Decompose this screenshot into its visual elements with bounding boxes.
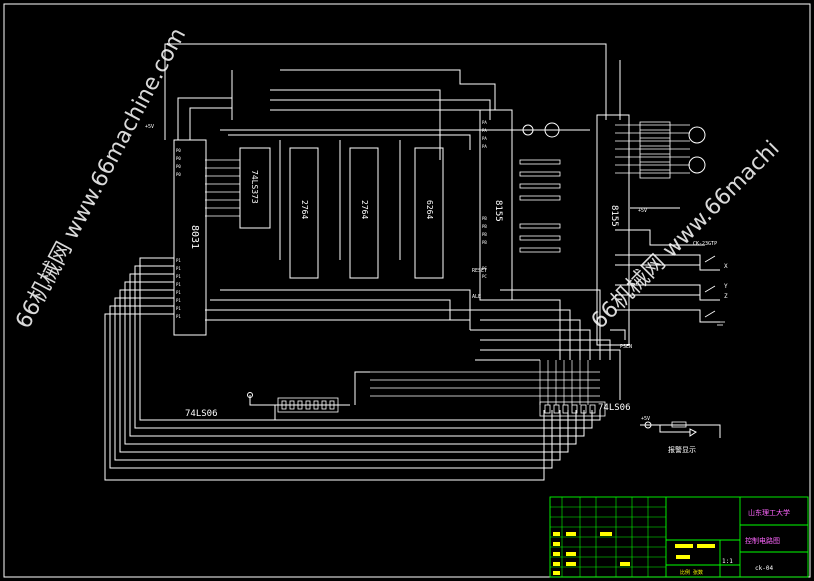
chip-74ls373-label: 74LS373	[250, 170, 259, 204]
svg-text:PC: PC	[482, 274, 487, 279]
svg-text:PB: PB	[482, 232, 487, 237]
svg-text:P0: P0	[176, 164, 181, 169]
psen-label: PSEN	[620, 344, 632, 350]
buffer-74ls06-right: 74LS06	[539, 401, 631, 417]
power-node-icon	[247, 392, 253, 398]
axis-y-label: Y	[724, 283, 728, 290]
svg-text:PB: PB	[482, 216, 487, 221]
reset-label: RESET	[472, 268, 487, 274]
chip-8155-left: 8155 PA PA PA PA PB PB PB PB PC PC	[479, 109, 513, 301]
chip-74ls373: 74LS373	[239, 147, 271, 229]
motor-small-2-icon	[544, 122, 560, 138]
drawing-frame	[3, 3, 811, 578]
alarm-led-icon	[644, 421, 652, 429]
plus5v-label-b: +5V	[638, 208, 647, 214]
chip-8155-left-label: 8155	[493, 200, 503, 222]
chip-8155-right: 8155	[596, 114, 630, 346]
title-block	[549, 496, 809, 578]
ale-label: ALE	[472, 294, 481, 300]
svg-text:P0: P0	[176, 172, 181, 177]
svg-text:P1: P1	[176, 266, 181, 271]
plus5v-label-c: +5V	[641, 416, 650, 422]
svg-text:PC: PC	[482, 266, 487, 271]
svg-text:P0: P0	[176, 156, 181, 161]
svg-text:PB: PB	[482, 224, 487, 229]
sensor-caption: CK-23GTP	[693, 241, 717, 247]
motor-small-1-icon	[522, 124, 534, 136]
alarm-diode-icon	[689, 428, 697, 437]
svg-text:P1: P1	[176, 258, 181, 263]
limit-switches	[704, 255, 725, 326]
svg-text:PA: PA	[482, 136, 487, 141]
driver-block	[639, 121, 671, 179]
chip-8155-right-label: 8155	[609, 205, 619, 227]
svg-text:P1: P1	[176, 306, 181, 311]
title-row-label: 比例 张数	[680, 569, 703, 576]
buffer-74ls06-left-label: 74LS06	[185, 409, 218, 419]
stepper-motor-x-icon	[688, 126, 706, 144]
title-school: 山东理工大学	[748, 508, 790, 517]
title-drawing-no: ck-04	[755, 565, 773, 572]
chip-2764-b: 2764	[349, 147, 379, 279]
watermark-left: 66机械网 www.66machine.com	[11, 24, 191, 333]
svg-text:PA: PA	[482, 144, 487, 149]
alarm-caption: 报警显示	[668, 445, 696, 454]
svg-text:PA: PA	[482, 120, 487, 125]
chip-6264: 6264	[414, 147, 444, 279]
svg-text:P0: P0	[176, 148, 181, 153]
watermark-right: 66机械网 www.66machi	[587, 136, 785, 334]
svg-text:P1: P1	[176, 290, 181, 295]
stepper-motor-y-icon	[688, 156, 706, 174]
svg-text:PA: PA	[482, 128, 487, 133]
chip-6264-label: 6264	[425, 200, 434, 219]
resistor-array	[519, 159, 561, 253]
chip-2764-b-label: 2764	[360, 200, 369, 219]
title-scale: 1:1	[722, 558, 733, 565]
title-block-highlights	[553, 532, 715, 575]
svg-text:P1: P1	[176, 314, 181, 319]
axis-x-label: X	[724, 263, 728, 270]
svg-text:PB: PB	[482, 240, 487, 245]
svg-text:P1: P1	[176, 282, 181, 287]
svg-text:P1: P1	[176, 298, 181, 303]
plus5v-label-a: +5V	[145, 124, 154, 130]
title-drawing-name: 控制电路图	[745, 536, 780, 545]
buffer-74ls06-left: 74LS06	[185, 397, 339, 419]
chip-8031-label: 8031	[189, 225, 200, 249]
alarm-resistor	[671, 421, 687, 428]
chip-2764-a: 2764	[289, 147, 319, 279]
svg-text:P1: P1	[176, 274, 181, 279]
chip-2764-a-label: 2764	[300, 200, 309, 219]
axis-z-label: Z	[724, 293, 728, 300]
wiring	[104, 43, 721, 481]
buffer-74ls06-right-label: 74LS06	[598, 403, 631, 413]
